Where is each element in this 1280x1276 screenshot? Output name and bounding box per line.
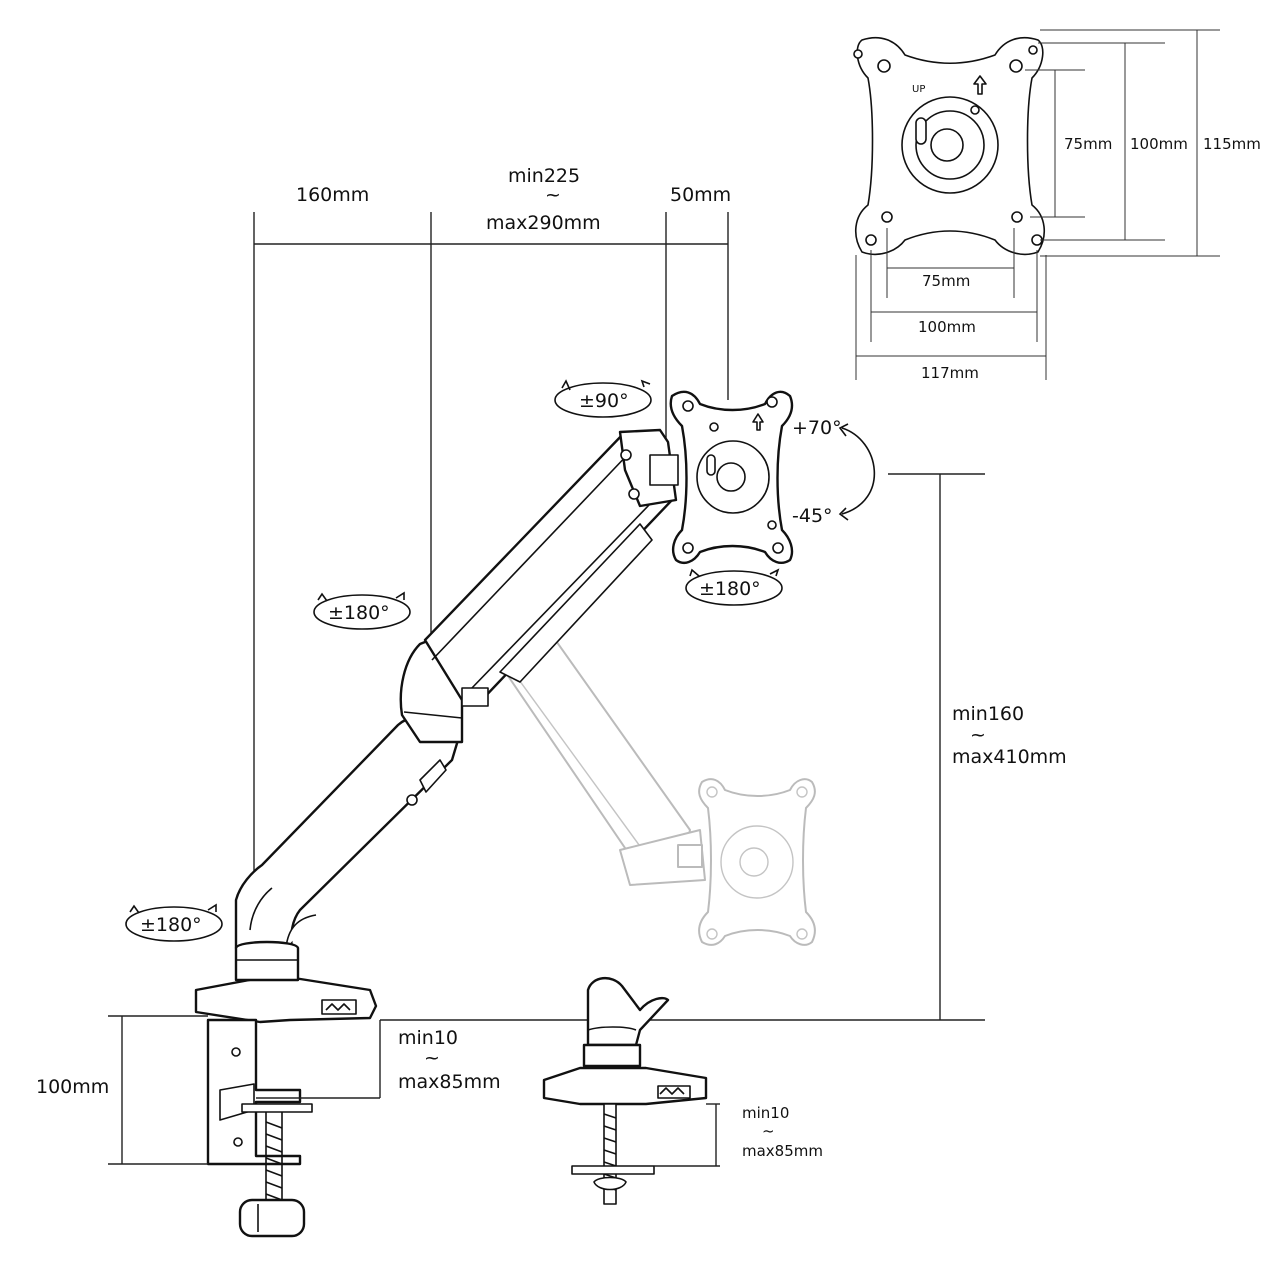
ghost-vesa-plate <box>698 778 816 946</box>
upper-arm-cap <box>461 687 489 707</box>
gas-spring <box>499 523 653 683</box>
height-tilde: ~ <box>970 724 986 746</box>
height-max-label: max410mm <box>952 746 1067 768</box>
head-offset-label: 50mm <box>670 184 731 206</box>
vesa-hole-tl <box>877 59 891 73</box>
grommet-desk-tilde: ~ <box>762 1122 775 1140</box>
vesa-up-label: UP <box>912 84 925 95</box>
grommet-plate <box>571 1165 655 1175</box>
base-rotation-label: ±180° <box>140 914 202 936</box>
base-lock <box>321 999 357 1015</box>
arm-knob <box>419 759 447 793</box>
clamp-screw <box>265 1112 283 1210</box>
head-joint <box>618 428 678 508</box>
vesa-hole-tr2 <box>1028 45 1038 55</box>
elbow-rotation-ring <box>313 594 411 630</box>
vesa-v75-label: 75mm <box>1064 135 1112 153</box>
ghost-tilt-block <box>677 844 703 868</box>
clamp-height-label: 100mm <box>36 1076 109 1098</box>
vesa-v115-label: 115mm <box>1203 135 1261 153</box>
upper-span-label: 160mm <box>296 184 369 206</box>
grommet-collar <box>582 1043 642 1068</box>
clamp-pad <box>241 1103 313 1113</box>
vesa-hole-bl <box>881 211 893 223</box>
grommet-desk-max-label: max85mm <box>742 1142 823 1160</box>
clamp-knob <box>238 1198 306 1238</box>
swivel-90-label: ±90° <box>579 390 629 412</box>
arm-min-label: min225 <box>508 165 580 187</box>
clamp-desk-max-label: max85mm <box>398 1071 501 1093</box>
grommet-mount: min10 ~ max85mm <box>542 977 823 1205</box>
height-min-label: min160 <box>952 703 1024 725</box>
plate-up-arrow-icon <box>752 413 764 431</box>
arm-width-dimensions: 160mm min225 ~ max290mm 50mm <box>253 165 731 880</box>
lower-arm <box>234 716 460 950</box>
vesa-slot <box>915 117 927 145</box>
up-arrow-icon <box>973 75 987 95</box>
vesa-hole-br <box>1011 211 1023 223</box>
tilt-arc <box>841 427 876 515</box>
ghost-joint <box>619 829 706 886</box>
plate-rotation-label: ±180° <box>699 578 761 600</box>
tilt-up-label: +70° <box>792 417 842 439</box>
vesa-hole-bl2 <box>865 234 877 246</box>
plate-rotation-ring <box>685 570 783 606</box>
vesa-h100-label: 100mm <box>918 318 976 336</box>
grommet-nut <box>593 1176 627 1191</box>
arm-max-label: max290mm <box>486 212 601 234</box>
base-post <box>234 940 300 982</box>
tilt-block <box>649 454 679 486</box>
vesa-h117-label: 117mm <box>921 364 979 382</box>
vesa-v100-label: 100mm <box>1130 135 1188 153</box>
clamp-desk-tilde: ~ <box>424 1047 440 1069</box>
tilt-down-label: -45° <box>792 505 833 527</box>
vesa-hole-tl2 <box>853 49 863 59</box>
grommet-post <box>586 977 670 1047</box>
vesa-h75-label: 75mm <box>922 272 970 290</box>
arm-tilde: ~ <box>545 184 561 206</box>
grommet-desk-min-label: min10 <box>742 1104 789 1122</box>
desk-clamp: 100mm min10 ~ max85mm <box>36 1015 501 1238</box>
vesa-hole-tr <box>1009 59 1023 73</box>
clamp-desk-min-label: min10 <box>398 1027 458 1049</box>
height-dimension: min160 ~ max410mm <box>380 473 1067 1021</box>
swivel-90-ring <box>554 382 652 418</box>
vesa-plate-detail: UP 75mm 100mm 115mm 75mm 100mm 117mm <box>853 29 1261 382</box>
monitor-arm-raised <box>194 390 794 1024</box>
arm-screw <box>406 794 418 806</box>
vesa-hole-mid <box>970 105 980 115</box>
elbow-rotation-label: ±180° <box>328 602 390 624</box>
vesa-center-hole <box>930 128 964 162</box>
rotation-indicators: ±90° +70° -45° ±180° ±180° ±180° <box>125 379 876 942</box>
base-rotation-ring <box>125 906 223 942</box>
